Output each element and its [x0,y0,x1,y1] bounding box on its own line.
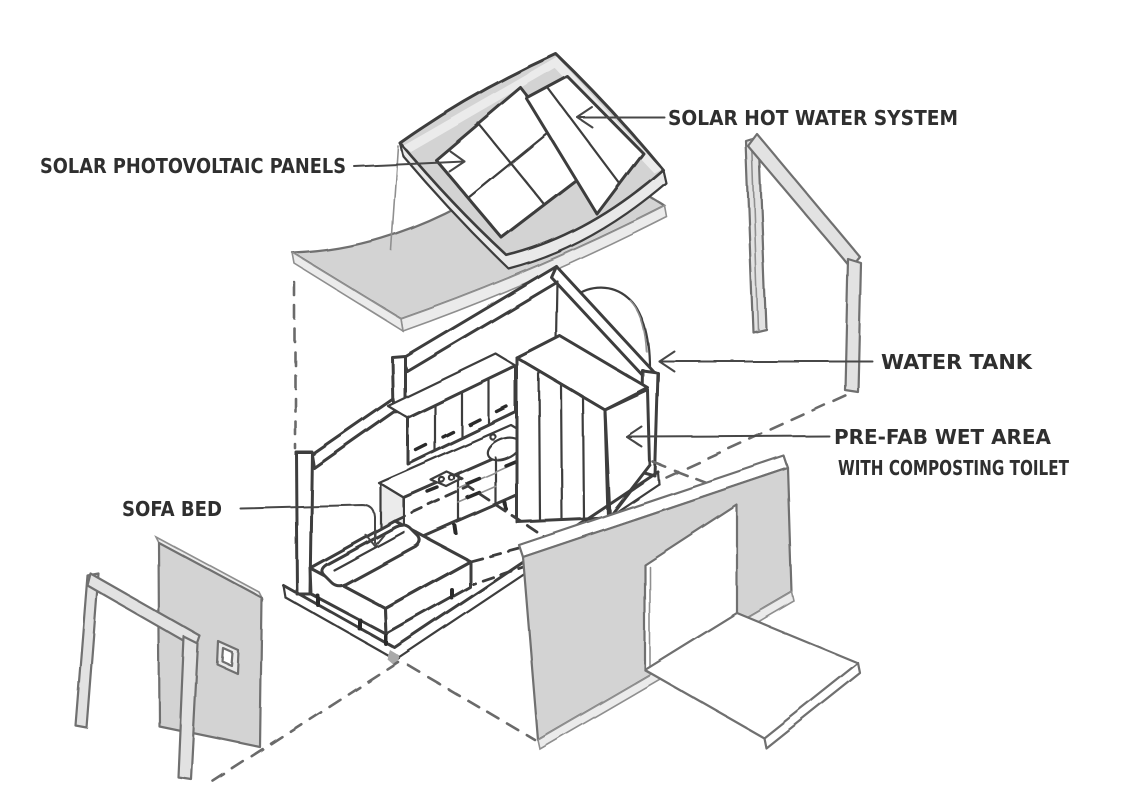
leader-lines [239,106,873,547]
kitchen-upper-cabinets [386,352,518,466]
roof-fascia-left [403,58,561,152]
interior-corner-line [554,279,559,342]
cooktop [429,470,465,489]
rolled-mattress [320,523,422,588]
roof-slab-edge [398,141,668,271]
label-water-tank: WATER TANK [881,350,1034,374]
door-frame [74,572,202,781]
faucet-icon [489,433,497,441]
side-wall-panel [153,534,264,749]
label-solar-hot-water-system: SOLAR HOT WATER SYSTEM [668,106,958,130]
gable-end-frame [744,132,863,394]
solar-hot-water-array-right [525,75,645,216]
arrow-left-icon [576,106,593,128]
solar-pv-leader [353,150,465,172]
label-solar-photovoltaic-panels: SOLAR PHOTOVOLTAIC PANELS [40,154,346,178]
arrow-left-icon [658,350,675,372]
low-wall-beam [310,397,397,470]
label-prefab-wet-area-line2: WITH COMPOSTING TOILET [838,456,1069,480]
projection-lines [208,281,855,785]
water-tank-dome [572,286,652,370]
arrow-down-icon [365,534,385,547]
burner-icon [438,476,446,484]
label-sofa-bed: SOFA BED [122,497,222,521]
entry-deck [643,611,862,750]
cabin-shell [294,264,660,596]
burner-icon [448,474,456,482]
sofa-bed-leader [239,504,385,547]
bed-foldout-outline [393,485,553,563]
arrow-left-icon [626,426,643,448]
arrow-right-icon [448,150,465,172]
wet-area-right-face [603,388,652,519]
solar-roof-assembly [398,52,668,271]
labels: SOLAR PHOTOVOLTAIC PANELS SOLAR HOT WATE… [40,106,1069,521]
water-tank-leader [658,350,873,372]
wet-area-module [515,334,652,524]
solar-hot-water-leader [576,106,665,128]
label-prefab-wet-area-line1: PRE-FAB WET AREA [834,425,1052,449]
prefab-wet-area-leader [626,426,830,448]
